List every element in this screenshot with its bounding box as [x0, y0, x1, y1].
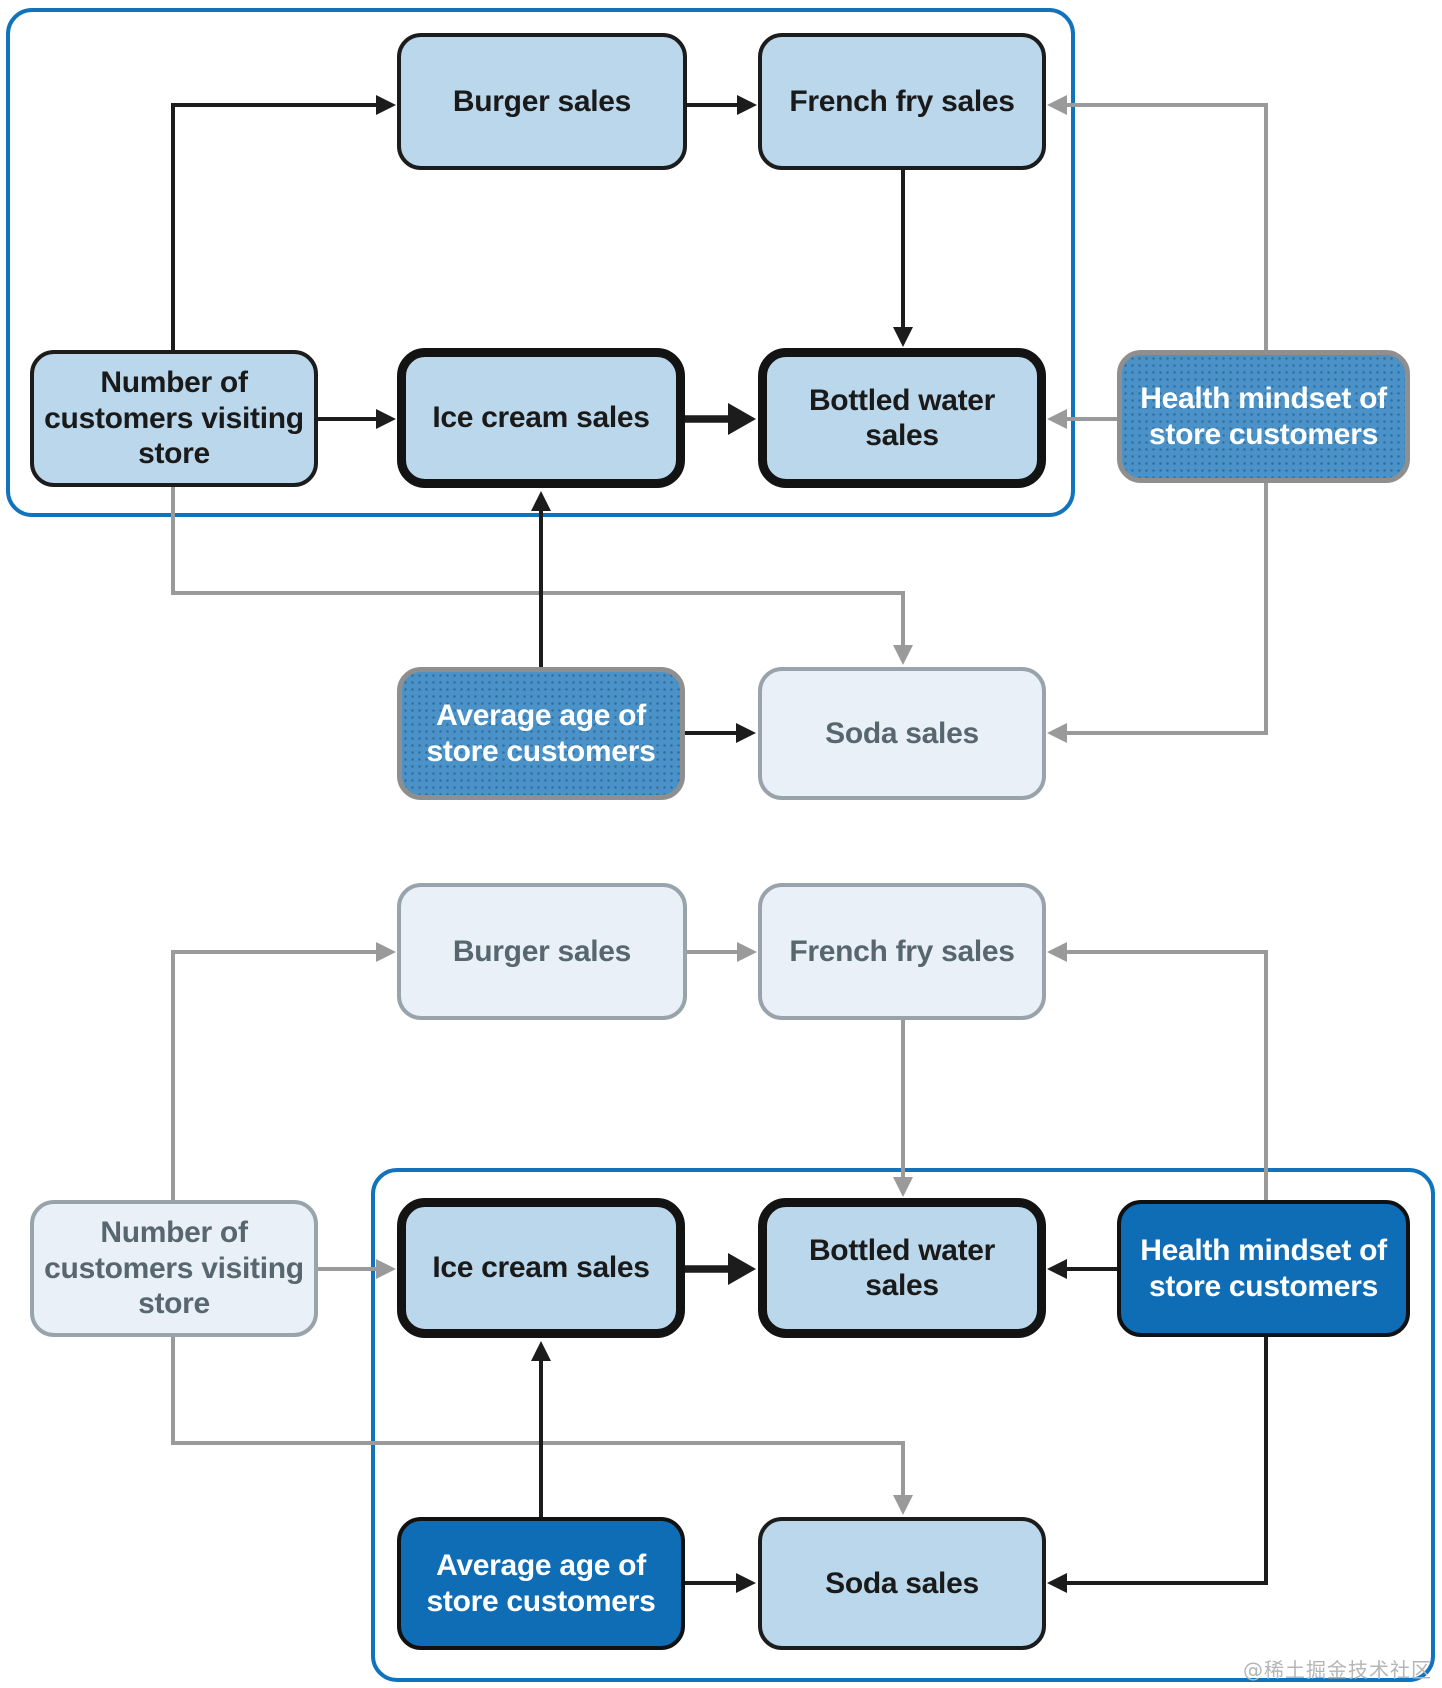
arrowhead-burger-to-frenchfry-diagram-2	[737, 942, 757, 962]
node-bottled-water-sales: Bottled water sales	[758, 348, 1046, 488]
node-label: Bottled water sales	[808, 1233, 996, 1302]
watermark: @稀土掘金技术社区	[1243, 1658, 1432, 1682]
edge-number-to-soda-diagram-1	[171, 487, 905, 648]
arrowhead-averageage-to-soda-diagram-1	[736, 723, 756, 743]
node-label: Average age of store customers	[426, 699, 656, 768]
node-french-fry-sales: French fry sales	[758, 33, 1046, 170]
arrowhead-icecream-to-bottledwater-diagram-1	[728, 403, 756, 435]
edge-health-to-frenchfry-diagram-2	[1064, 950, 1268, 1200]
node-burger-sales: Burger sales	[397, 883, 687, 1020]
arrowhead-frenchfry-to-bottledwater-diagram-2	[893, 1177, 913, 1197]
arrowhead-health-to-soda-diagram-2	[1047, 1573, 1067, 1593]
node-label: Health mindset of store customers	[1140, 382, 1387, 451]
arrowhead-number-to-soda-diagram-1	[893, 645, 913, 665]
node-label: Soda sales	[825, 1566, 979, 1600]
node-label: French fry sales	[789, 84, 1015, 118]
node-french-fry-sales: French fry sales	[758, 883, 1046, 1020]
node-health-mindset: Health mindset of store customers	[1117, 350, 1410, 483]
node-ice-cream-sales: Ice cream sales	[397, 1198, 685, 1338]
arrowhead-number-to-burger-diagram-1	[376, 95, 396, 115]
arrowhead-number-to-burger-diagram-2	[376, 942, 396, 962]
node-soda-sales: Soda sales	[758, 1517, 1046, 1650]
arrowhead-icecream-to-bottledwater-diagram-2	[728, 1253, 756, 1285]
arrowhead-health-to-bottledwater-diagram-2	[1047, 1259, 1067, 1279]
node-label: Number of customers visiting store	[44, 366, 304, 471]
node-soda-sales: Soda sales	[758, 667, 1046, 800]
node-label: Burger sales	[452, 84, 632, 118]
arrowhead-health-to-soda-diagram-1	[1047, 723, 1067, 743]
node-label: Bottled water sales	[808, 383, 996, 452]
arrowhead-number-to-icecream-diagram-2	[376, 1259, 396, 1279]
node-burger-sales: Burger sales	[397, 33, 687, 170]
node-average-age: Average age of store customers	[397, 667, 685, 800]
edge-health-to-soda-diagram-1	[1064, 483, 1268, 735]
node-number-of-customers: Number of customers visiting store	[30, 350, 318, 487]
node-average-age: Average age of store customers	[397, 1517, 685, 1650]
edge-number-to-soda-diagram-2	[171, 1337, 905, 1498]
node-label: Burger sales	[452, 934, 632, 968]
node-label: Number of customers visiting store	[44, 1216, 304, 1321]
arrowhead-health-to-bottledwater-diagram-1	[1047, 409, 1067, 429]
node-label: French fry sales	[789, 934, 1015, 968]
node-label: Average age of store customers	[426, 1549, 656, 1618]
node-number-of-customers: Number of customers visiting store	[30, 1200, 318, 1337]
edge-health-to-frenchfry-diagram-1	[1064, 103, 1268, 350]
node-label: Ice cream sales	[432, 1251, 650, 1285]
node-label: Health mindset of store customers	[1140, 1234, 1387, 1303]
edge-health-to-soda-diagram-2	[1064, 1337, 1268, 1585]
arrowhead-averageage-to-icecream-diagram-2	[531, 1341, 551, 1361]
arrowhead-health-to-frenchfry-diagram-1	[1047, 95, 1067, 115]
arrowhead-number-to-soda-diagram-2	[893, 1495, 913, 1515]
node-label: Ice cream sales	[432, 401, 650, 435]
edge-number-to-burger-diagram-1	[171, 103, 379, 350]
node-label: Soda sales	[825, 716, 979, 750]
node-bottled-water-sales: Bottled water sales	[758, 1198, 1046, 1338]
edge-number-to-burger-diagram-2	[171, 950, 379, 1200]
arrowhead-frenchfry-to-bottledwater-diagram-1	[893, 327, 913, 347]
node-ice-cream-sales: Ice cream sales	[397, 348, 685, 488]
node-health-mindset: Health mindset of store customers	[1117, 1200, 1410, 1337]
arrowhead-health-to-frenchfry-diagram-2	[1047, 942, 1067, 962]
arrowhead-number-to-icecream-diagram-1	[376, 409, 396, 429]
arrowhead-averageage-to-soda-diagram-2	[736, 1573, 756, 1593]
arrowhead-averageage-to-icecream-diagram-1	[531, 491, 551, 511]
arrowhead-burger-to-frenchfry-diagram-1	[737, 95, 757, 115]
